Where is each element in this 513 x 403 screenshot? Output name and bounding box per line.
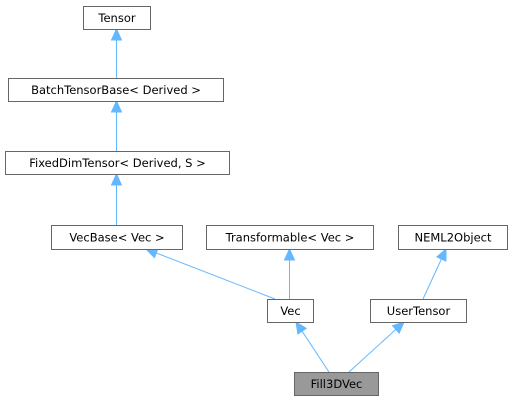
edge-usertensor-to-neml2object <box>422 258 442 300</box>
class-node-tensor[interactable]: Tensor <box>83 6 151 30</box>
arrowhead-fill3dvec-to-usertensor <box>391 321 405 335</box>
class-node-fill3dvec[interactable]: Fill3DVec <box>294 372 379 396</box>
class-box[interactable] <box>5 151 230 175</box>
edge-vec-to-vecbase <box>156 252 276 300</box>
class-node-fixed[interactable]: FixedDimTensor< Derived, S > <box>5 151 230 175</box>
class-node-transformable[interactable]: Transformable< Vec > <box>206 225 374 250</box>
arrowhead-vecbase-to-fixed <box>110 172 123 186</box>
inheritance-edges <box>110 27 447 373</box>
class-label: VecBase< Vec > <box>69 231 164 245</box>
class-box[interactable] <box>267 299 314 323</box>
class-label: Transformable< Vec > <box>225 231 355 245</box>
arrowhead-batch-to-tensor <box>110 27 123 41</box>
class-label: Vec <box>280 304 300 318</box>
edge-fill3dvec-to-vec <box>301 330 330 373</box>
class-label: UserTensor <box>387 304 451 318</box>
class-label: BatchTensorBase< Derived > <box>31 83 201 97</box>
class-label: FixedDimTensor< Derived, S > <box>29 156 205 170</box>
class-box[interactable] <box>370 299 467 323</box>
class-box[interactable] <box>51 225 183 250</box>
class-box[interactable] <box>206 225 374 250</box>
class-box[interactable] <box>398 225 508 250</box>
class-box[interactable] <box>83 6 151 30</box>
class-node-vec[interactable]: Vec <box>267 299 314 323</box>
class-node-batch[interactable]: BatchTensorBase< Derived > <box>8 78 224 102</box>
class-label: Fill3DVec <box>311 377 363 391</box>
class-label: NEML2Object <box>415 231 492 245</box>
class-box[interactable] <box>294 372 379 396</box>
arrowhead-fixed-to-batch <box>110 99 123 113</box>
class-label: Tensor <box>97 11 135 25</box>
arrowhead-usertensor-to-neml2object <box>435 247 447 262</box>
class-box[interactable] <box>8 78 224 102</box>
class-node-neml2object[interactable]: NEML2Object <box>398 225 508 250</box>
arrowhead-fill3dvec-to-vec <box>295 320 308 335</box>
arrowhead-vec-to-transformable <box>283 247 296 261</box>
class-node-usertensor[interactable]: UserTensor <box>370 299 467 323</box>
edge-fill3dvec-to-usertensor <box>348 329 397 373</box>
class-node-vecbase[interactable]: VecBase< Vec > <box>51 225 183 250</box>
